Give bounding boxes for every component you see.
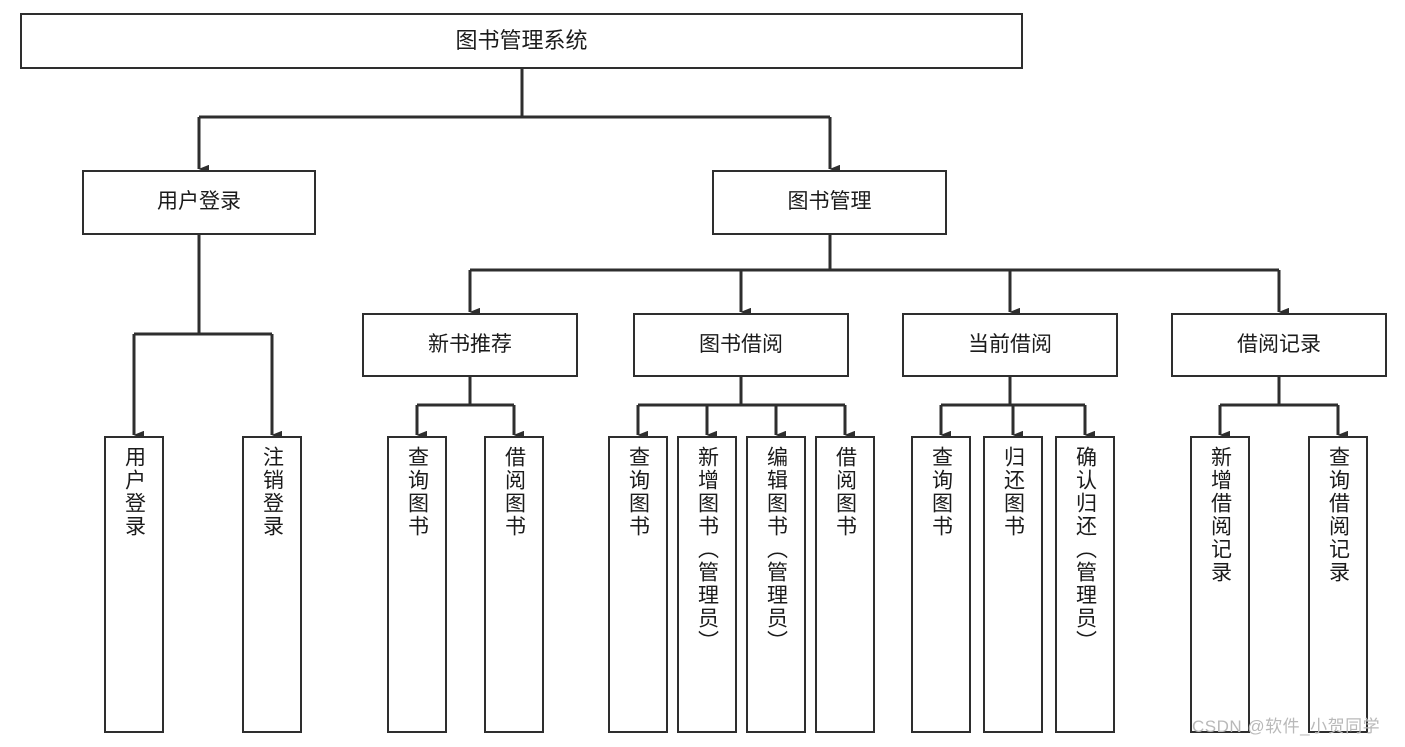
node-label: 查询借阅记录: [1326, 446, 1350, 584]
node-label: 借阅记录: [1237, 332, 1321, 356]
node-label: 图书管理: [787, 190, 872, 214]
node-leaf7[interactable]: 编辑图书（管理员）: [746, 436, 806, 733]
node-label: 用户登录: [122, 446, 146, 538]
node-leaf10[interactable]: 归还图书: [983, 436, 1043, 733]
node-leaf6[interactable]: 新增图书（管理员）: [677, 436, 737, 733]
node-borrow[interactable]: 图书借阅: [633, 313, 849, 377]
node-label: 新书推荐: [428, 332, 512, 356]
node-leaf12[interactable]: 新增借阅记录: [1190, 436, 1250, 733]
node-label: 新增图书（管理员）: [695, 446, 719, 653]
node-label: 确认归还（管理员）: [1073, 446, 1097, 653]
node-label: 新增借阅记录: [1208, 446, 1232, 584]
node-leaf11[interactable]: 确认归还（管理员）: [1055, 436, 1115, 733]
node-leaf2[interactable]: 注销登录: [242, 436, 302, 733]
node-leaf5[interactable]: 查询图书: [608, 436, 668, 733]
node-label: 注销登录: [260, 446, 284, 538]
node-label: 用户登录: [157, 190, 241, 214]
node-bookmgmt[interactable]: 图书管理: [712, 170, 947, 235]
node-label: 图书借阅: [699, 332, 783, 356]
node-label: 查询图书: [626, 446, 650, 538]
node-leaf13[interactable]: 查询借阅记录: [1308, 436, 1368, 733]
node-leaf1[interactable]: 用户登录: [104, 436, 164, 733]
node-leaf3[interactable]: 查询图书: [387, 436, 447, 733]
csdn-watermark: CSDN @软件_小贺同学: [1192, 717, 1381, 736]
node-label: 借阅图书: [833, 446, 857, 538]
node-label: 归还图书: [1001, 446, 1025, 538]
node-login[interactable]: 用户登录: [82, 170, 316, 235]
node-leaf8[interactable]: 借阅图书: [815, 436, 875, 733]
node-label: 借阅图书: [502, 446, 526, 538]
node-leaf4[interactable]: 借阅图书: [484, 436, 544, 733]
node-label: 查询图书: [405, 446, 429, 538]
node-record[interactable]: 借阅记录: [1171, 313, 1387, 377]
node-label: 编辑图书（管理员）: [764, 446, 788, 653]
node-leaf9[interactable]: 查询图书: [911, 436, 971, 733]
node-label: 查询图书: [929, 446, 953, 538]
node-label: 当前借阅: [968, 332, 1052, 356]
node-newbook[interactable]: 新书推荐: [362, 313, 578, 377]
node-root[interactable]: 图书管理系统: [20, 13, 1023, 69]
node-label: 图书管理系统: [455, 28, 588, 54]
node-current[interactable]: 当前借阅: [902, 313, 1118, 377]
